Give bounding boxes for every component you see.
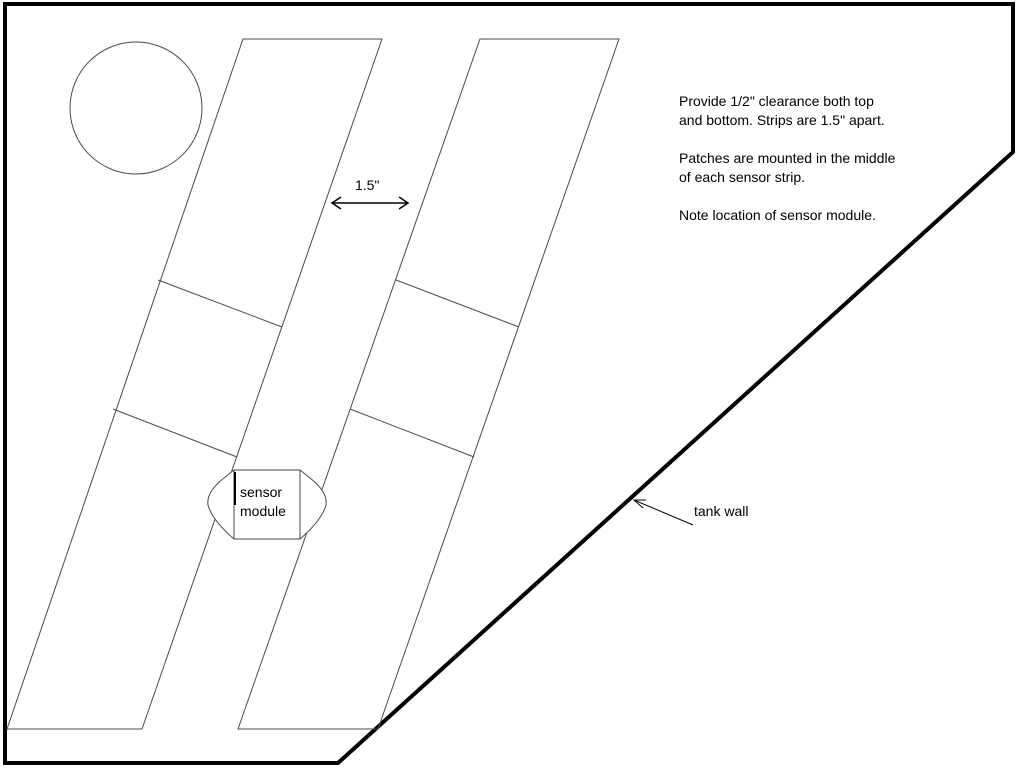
note-line-3: Patches are mounted in the middle	[679, 150, 896, 166]
sensor-module-label-line-1: sensor	[240, 484, 282, 500]
tank-wall-outline	[3, 2, 1015, 765]
sensor-strip-right	[237, 38, 620, 730]
sensor-module: sensor module	[207, 469, 327, 540]
sensor-module-label-line-2: module	[240, 503, 286, 519]
note-line-5: Note location of sensor module.	[679, 207, 876, 223]
patch-divider-right-upper	[395, 279, 520, 328]
dimension-label: 1.5"	[355, 177, 379, 193]
sensor-module-box	[233, 469, 301, 540]
note-line-4: of each sensor strip.	[679, 169, 805, 185]
tank-wall-label: tank wall	[694, 503, 748, 519]
notes-block: Provide 1/2" clearance both top and bott…	[679, 93, 896, 223]
dimension-arrow	[330, 196, 410, 210]
patch-divider-left-upper	[157, 279, 283, 328]
note-line-1: Provide 1/2" clearance both top	[679, 93, 874, 109]
patch-divider-right-lower	[349, 408, 475, 458]
sensor-strip-left	[6, 38, 383, 730]
tank-opening-circle	[69, 41, 203, 175]
note-line-2: and bottom. Strips are 1.5" apart.	[679, 112, 885, 128]
patch-divider-left-lower	[112, 408, 238, 458]
tank-wall-pointer	[632, 499, 694, 526]
